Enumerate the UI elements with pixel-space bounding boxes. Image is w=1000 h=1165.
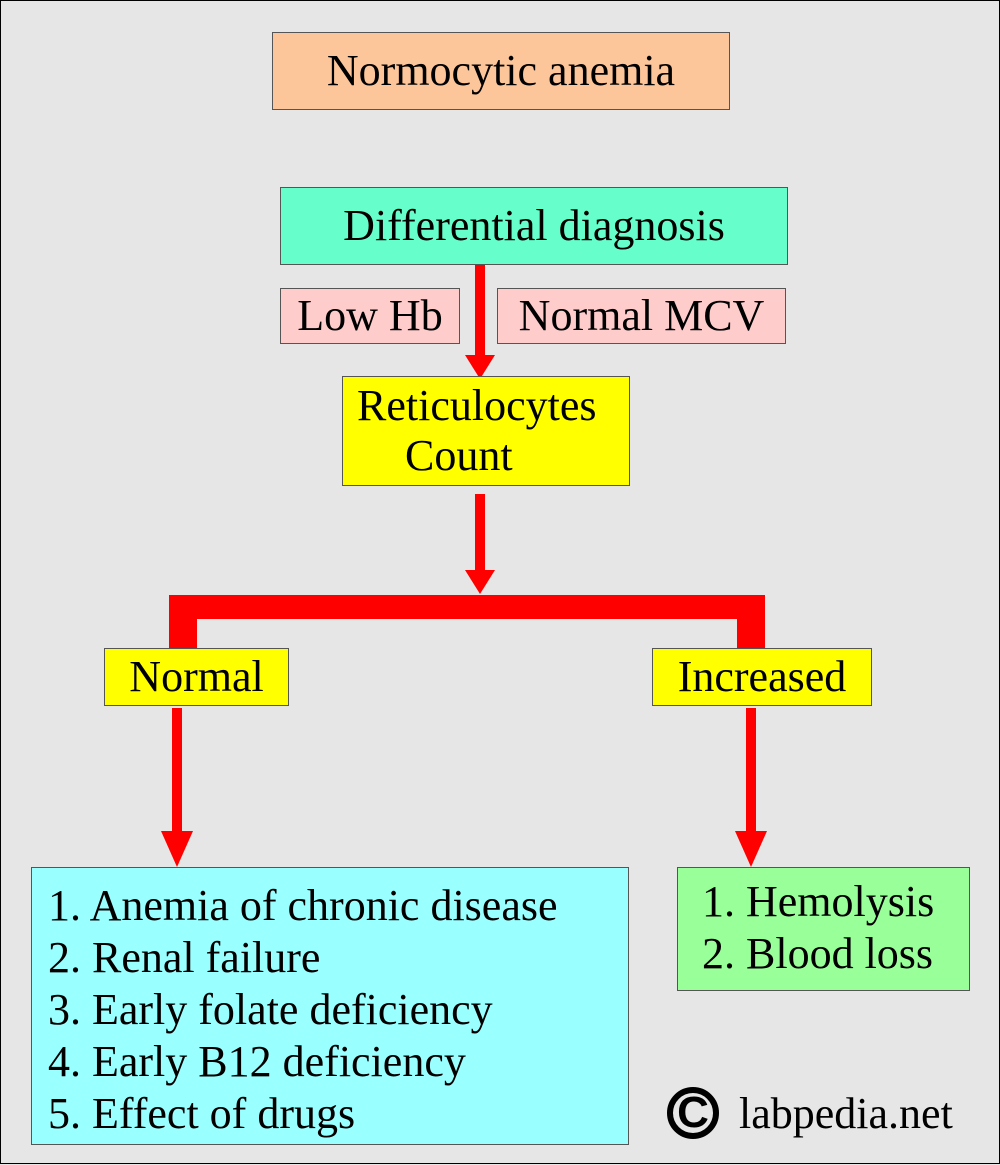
- arrow-shaft-increased-to-list: [746, 708, 756, 834]
- normal-mcv-label: Normal MCV: [497, 288, 786, 344]
- arrow-head-normal-to-list: [161, 831, 193, 867]
- list-item: 4. Early B12 deficiency: [48, 1037, 466, 1086]
- arrow-head-dd-to-retic: [465, 355, 495, 379]
- low-hb-label: Low Hb: [280, 288, 460, 344]
- differential-diagnosis-node: Differential diagnosis: [280, 187, 788, 265]
- arrow-head-retic-to-branch: [465, 570, 495, 594]
- normal-causes-list: 1. Anemia of chronic disease 2. Renal fa…: [31, 867, 629, 1145]
- branch-leg-normal: [169, 595, 197, 649]
- reticulocytes-line1: Reticulocytes: [357, 381, 597, 430]
- list-item: 3. Early folate deficiency: [48, 985, 493, 1034]
- copyright-icon: C: [667, 1087, 719, 1139]
- reticulocytes-line2: Count: [405, 431, 513, 480]
- increased-branch-node: Increased: [652, 648, 872, 706]
- title-node: Normocytic anemia: [272, 32, 730, 110]
- list-item: 1. Hemolysis: [702, 877, 935, 926]
- normal-mcv-text: Normal MCV: [518, 291, 765, 340]
- list-item: 1. Anemia of chronic disease: [48, 881, 558, 930]
- list-item: 2. Renal failure: [48, 933, 321, 982]
- title-text: Normocytic anemia: [326, 46, 676, 95]
- increased-causes-list: 1. Hemolysis 2. Blood loss: [677, 867, 970, 991]
- arrow-shaft-normal-to-list: [172, 708, 182, 834]
- list-item: 2. Blood loss: [702, 929, 934, 978]
- branch-bar: [169, 595, 765, 619]
- arrow-head-increased-to-list: [735, 831, 767, 867]
- low-hb-text: Low Hb: [297, 291, 443, 340]
- list-item: 5. Effect of drugs: [48, 1089, 356, 1138]
- differential-diagnosis-text: Differential diagnosis: [343, 201, 725, 250]
- normal-branch-node: Normal: [104, 648, 289, 706]
- copyright-watermark: C labpedia.net: [667, 1087, 953, 1139]
- normal-branch-text: Normal: [129, 652, 264, 701]
- arrow-shaft-retic-to-branch: [475, 494, 485, 572]
- copyright-text: labpedia.net: [739, 1088, 953, 1138]
- increased-branch-text: Increased: [677, 652, 847, 701]
- reticulocytes-count-node: Reticulocytes Count: [342, 376, 630, 486]
- arrow-shaft-dd-to-retic: [475, 265, 485, 357]
- branch-leg-increased: [737, 595, 765, 649]
